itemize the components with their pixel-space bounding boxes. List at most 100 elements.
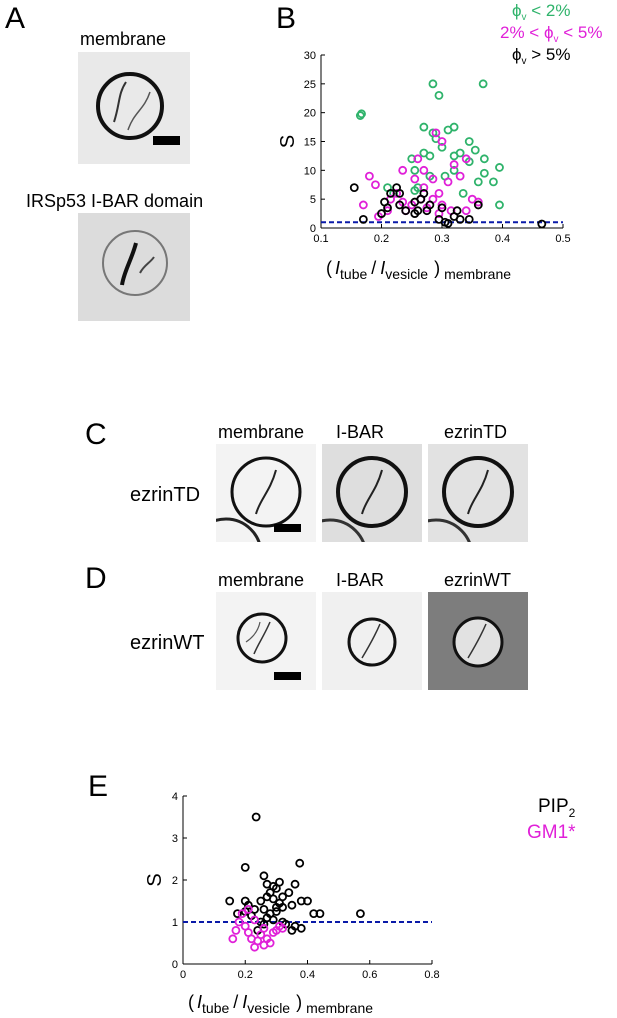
data-point bbox=[265, 938, 275, 948]
data-point bbox=[296, 923, 306, 933]
data-point bbox=[495, 163, 504, 172]
data-point bbox=[410, 186, 420, 195]
data-point bbox=[419, 183, 429, 193]
ezrintd-ibar-image bbox=[322, 444, 422, 542]
data-point bbox=[410, 165, 420, 175]
data-point bbox=[262, 892, 272, 902]
x-tick-label: 0.4 bbox=[495, 233, 510, 245]
x-tick-label: 0.2 bbox=[374, 233, 389, 245]
data-point bbox=[437, 200, 447, 210]
data-point bbox=[410, 209, 420, 218]
y-tick-label: 1 bbox=[172, 917, 178, 929]
data-point bbox=[419, 165, 429, 175]
data-point bbox=[428, 174, 438, 184]
data-point bbox=[479, 154, 489, 164]
data-point bbox=[290, 921, 300, 931]
data-point bbox=[413, 154, 423, 164]
x-axis-label: (Itube/Ivesicle)membrane bbox=[326, 258, 511, 282]
data-point bbox=[537, 219, 547, 229]
scale-bar bbox=[153, 136, 180, 145]
data-point bbox=[228, 934, 238, 944]
data-point bbox=[371, 180, 380, 190]
data-point bbox=[303, 896, 312, 906]
data-point bbox=[449, 165, 459, 175]
data-point bbox=[309, 909, 319, 918]
data-point bbox=[278, 917, 288, 927]
data-point bbox=[240, 921, 250, 931]
data-point bbox=[377, 209, 386, 218]
panel-a-protein-label: IRSp53 I-BAR domain bbox=[26, 191, 204, 211]
data-point bbox=[234, 917, 244, 927]
legend-green: ϕv < 2% bbox=[512, 1, 570, 23]
data-point bbox=[240, 863, 250, 872]
x-tick-label: 0.8 bbox=[424, 969, 439, 981]
panel-d-col3-label: ezrinWT bbox=[444, 570, 511, 590]
data-point bbox=[357, 109, 366, 119]
data-point bbox=[392, 188, 402, 198]
data-point bbox=[428, 79, 438, 89]
membrane-micrograph bbox=[78, 52, 190, 164]
data-point bbox=[296, 896, 306, 906]
panel-c-col1-label: membrane bbox=[218, 422, 305, 442]
y-tick-label: 2 bbox=[172, 875, 178, 887]
data-point bbox=[250, 915, 259, 925]
x-tick-label: 0.5 bbox=[555, 233, 570, 245]
data-point bbox=[449, 160, 459, 169]
data-point bbox=[281, 919, 291, 929]
data-point bbox=[401, 206, 411, 216]
data-point bbox=[422, 206, 432, 216]
ibar-vesicle-image bbox=[102, 230, 168, 296]
data-point bbox=[268, 928, 278, 937]
data-point bbox=[262, 934, 272, 944]
panel-a-membrane-label: membrane bbox=[80, 29, 167, 49]
y-tick-label: 15 bbox=[304, 137, 316, 149]
data-point bbox=[265, 888, 275, 897]
data-point bbox=[256, 930, 266, 939]
y-tick-label: 20 bbox=[304, 108, 316, 120]
y-tick-label: 5 bbox=[310, 194, 316, 206]
data-point bbox=[271, 884, 281, 893]
x-tick-label: 0.4 bbox=[300, 969, 315, 981]
data-point bbox=[275, 921, 284, 931]
data-point bbox=[464, 214, 474, 224]
panel-d-col2-label: I-BAR bbox=[336, 570, 385, 590]
data-point bbox=[407, 154, 417, 164]
data-point bbox=[250, 942, 259, 952]
data-point bbox=[419, 122, 429, 132]
data-point bbox=[259, 923, 269, 933]
data-point bbox=[259, 919, 269, 929]
y-tick-label: 25 bbox=[304, 79, 316, 91]
data-point bbox=[275, 877, 284, 887]
data-point bbox=[262, 913, 272, 923]
data-point bbox=[473, 177, 483, 187]
data-point bbox=[461, 154, 471, 164]
y-axis-label: S bbox=[144, 873, 166, 886]
data-point bbox=[256, 896, 266, 906]
x-tick-label: 0.2 bbox=[238, 969, 253, 981]
data-point bbox=[473, 197, 483, 207]
x-tick-label: 0.3 bbox=[434, 233, 449, 245]
data-point bbox=[251, 812, 261, 822]
data-point bbox=[225, 896, 235, 906]
data-point bbox=[268, 881, 278, 891]
panel-letter-b: B bbox=[276, 2, 297, 35]
x-tick-label: 0 bbox=[180, 969, 186, 981]
panel-c-col3-label: ezrinTD bbox=[444, 422, 508, 442]
data-point bbox=[233, 909, 242, 918]
data-point bbox=[455, 171, 465, 181]
data-point bbox=[356, 909, 365, 918]
data-point bbox=[410, 174, 420, 184]
panel-letter-c: C bbox=[85, 418, 107, 451]
data-point bbox=[470, 145, 480, 155]
data-point bbox=[247, 911, 256, 921]
ezrinwt-membrane-image bbox=[216, 592, 316, 690]
panel-letter-d: D bbox=[85, 562, 107, 595]
data-point bbox=[243, 900, 253, 910]
data-point bbox=[259, 871, 269, 881]
x-tick-label: 0.6 bbox=[362, 969, 377, 981]
data-point bbox=[443, 218, 453, 228]
ezrinwt-ezrin-image bbox=[428, 592, 528, 690]
y-tick-label: 3 bbox=[172, 833, 178, 845]
data-point bbox=[395, 200, 405, 210]
